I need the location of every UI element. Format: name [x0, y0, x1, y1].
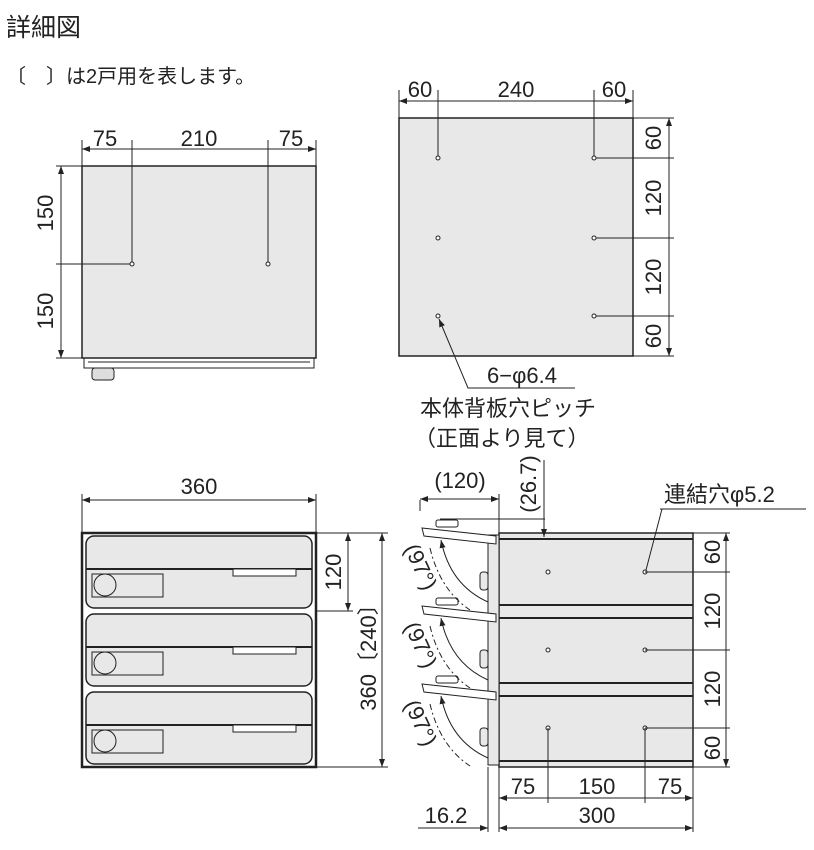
dim-label: 360 — [181, 474, 218, 499]
leader-line — [438, 318, 575, 389]
dim-label: 300 — [579, 803, 616, 828]
caption: （正面より見て） — [414, 426, 590, 451]
side-view: (97°) (97°) (97°) (120) (26.7) 連結穴φ5.2 6… — [399, 455, 806, 832]
back-view: 60 240 60 60 120 120 60 6−φ6.4 本体背板穴ピッチ … — [398, 77, 674, 451]
dim-label: 360〔240〕 — [356, 593, 381, 710]
dim-label: 120 — [700, 671, 725, 708]
dim-label: 60 — [641, 324, 666, 348]
dim-label: 60 — [700, 736, 725, 760]
lock-dial — [93, 573, 117, 597]
mail-slot — [232, 568, 297, 577]
leader-line — [645, 508, 806, 571]
front-view: 360 120 360〔240〕 — [80, 474, 388, 769]
dim-label: 75 — [279, 126, 303, 151]
dim-label: 120 — [641, 180, 666, 217]
dim-label: 150 — [33, 293, 58, 330]
page-title: 詳細図 — [6, 14, 82, 42]
bracket-note: 〔 〕は2戸用を表します。 — [6, 66, 256, 88]
top-view-base — [83, 358, 315, 369]
dim-label: (26.7) — [516, 455, 541, 512]
mount-hole — [129, 261, 135, 267]
mailbox-unit — [85, 613, 313, 687]
dim-label: 75 — [93, 126, 117, 151]
dim-label: 120 — [321, 554, 346, 591]
mailbox-unit — [85, 691, 313, 765]
dim-label: 60 — [641, 126, 666, 150]
door-swing — [421, 519, 497, 767]
top-view-body — [81, 165, 317, 359]
dim-label: (120) — [434, 468, 485, 493]
dim-label: 120 — [641, 259, 666, 296]
back-holes — [435, 155, 597, 319]
dim-label: 75 — [658, 774, 682, 799]
dim-label: 150 — [33, 195, 58, 232]
dim-label: 150 — [579, 774, 616, 799]
dim-label: 240 — [498, 77, 535, 102]
dim-label: 75 — [511, 774, 535, 799]
dim-label: 210 — [181, 126, 218, 151]
top-view: 75 210 75 150 150 — [33, 126, 317, 381]
front-plate — [487, 534, 500, 766]
dim-label: 60 — [602, 77, 626, 102]
caption: 本体背板穴ピッチ — [420, 396, 596, 421]
dim-label: 60 — [700, 540, 725, 564]
hole-spec: 6−φ6.4 — [487, 363, 557, 388]
mount-hole — [265, 261, 271, 267]
mailbox-unit — [85, 535, 313, 609]
dim-label: 60 — [408, 77, 432, 102]
back-plate — [398, 117, 634, 357]
connect-hole-label: 連結穴φ5.2 — [664, 482, 775, 507]
lock-knob — [91, 367, 115, 381]
dim-label: 16.2 — [425, 803, 468, 828]
dim-label: 120 — [700, 593, 725, 630]
